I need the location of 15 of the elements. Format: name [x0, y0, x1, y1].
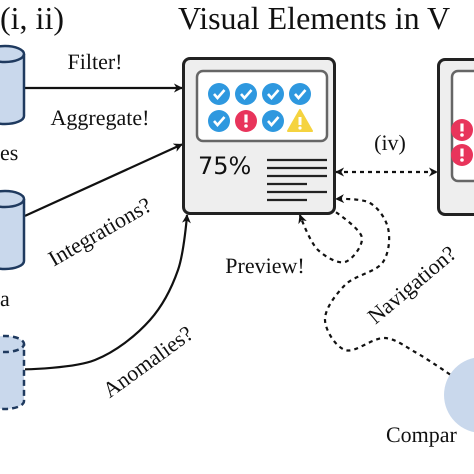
dashed-arrow: [324, 194, 451, 376]
section-marker: (i, ii): [0, 2, 64, 34]
node-caption: a: [0, 288, 10, 310]
node-caption: Compar: [386, 424, 457, 446]
arrow: [24, 143, 183, 217]
annotation-text: Aggregate!: [50, 107, 150, 129]
title: Visual Elements in V: [178, 2, 450, 34]
dashed-arrow: [298, 211, 364, 264]
arrow: [24, 214, 191, 370]
percentage-value: 75%: [198, 154, 252, 178]
dashboard-card: [182, 57, 336, 215]
node-caption: es: [0, 142, 18, 164]
edge-label: (iv): [372, 132, 408, 154]
arrow: [25, 84, 183, 92]
dashed-arrow: [335, 168, 438, 176]
